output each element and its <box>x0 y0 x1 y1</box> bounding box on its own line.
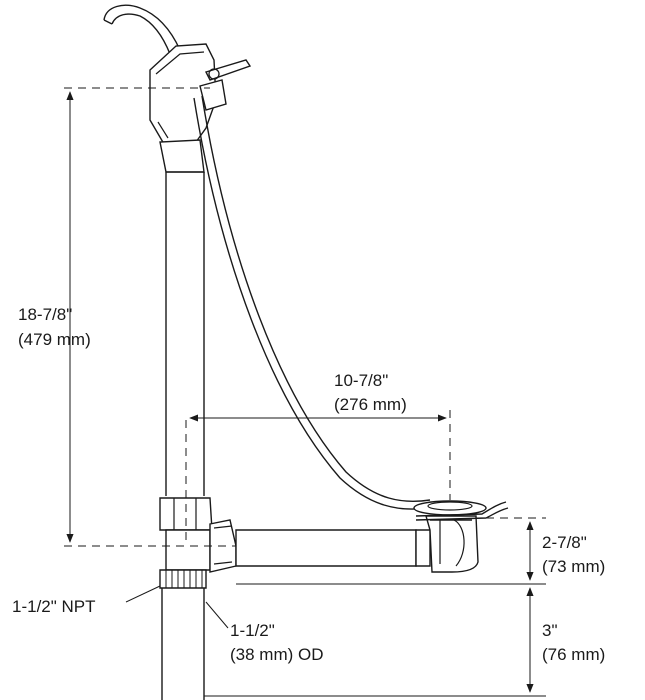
thread-callout: 1-1/2" NPT <box>12 597 96 616</box>
overflow-vertical-pipe <box>165 171 205 496</box>
extension-lines <box>64 87 546 547</box>
drain-strainer <box>413 500 509 521</box>
extension-lines-solid <box>204 583 546 697</box>
drain-offset-metric: (276 mm) <box>334 395 407 414</box>
drain-offset-imperial: 10-7/8" <box>334 371 388 390</box>
tail-length-metric: (76 mm) <box>542 645 605 664</box>
od-leader <box>205 601 229 629</box>
horizontal-drain-pipe <box>235 529 417 567</box>
overflow-height-imperial: 18-7/8" <box>18 305 72 324</box>
drain-height-imperial: 2-7/8" <box>542 533 587 552</box>
linkage-cable <box>193 95 431 510</box>
drain-height-metric: (73 mm) <box>542 557 605 576</box>
drain-shoe <box>415 515 479 573</box>
od-callout-line2: (38 mm) OD <box>230 645 324 664</box>
od-callout-line1: 1-1/2" <box>230 621 275 640</box>
thread-leader <box>125 585 161 603</box>
tail-length-imperial: 3" <box>542 621 558 640</box>
threaded-tailpiece <box>159 569 207 700</box>
overflow-height-metric: (479 mm) <box>18 330 91 349</box>
overflow-assembly <box>103 4 252 173</box>
